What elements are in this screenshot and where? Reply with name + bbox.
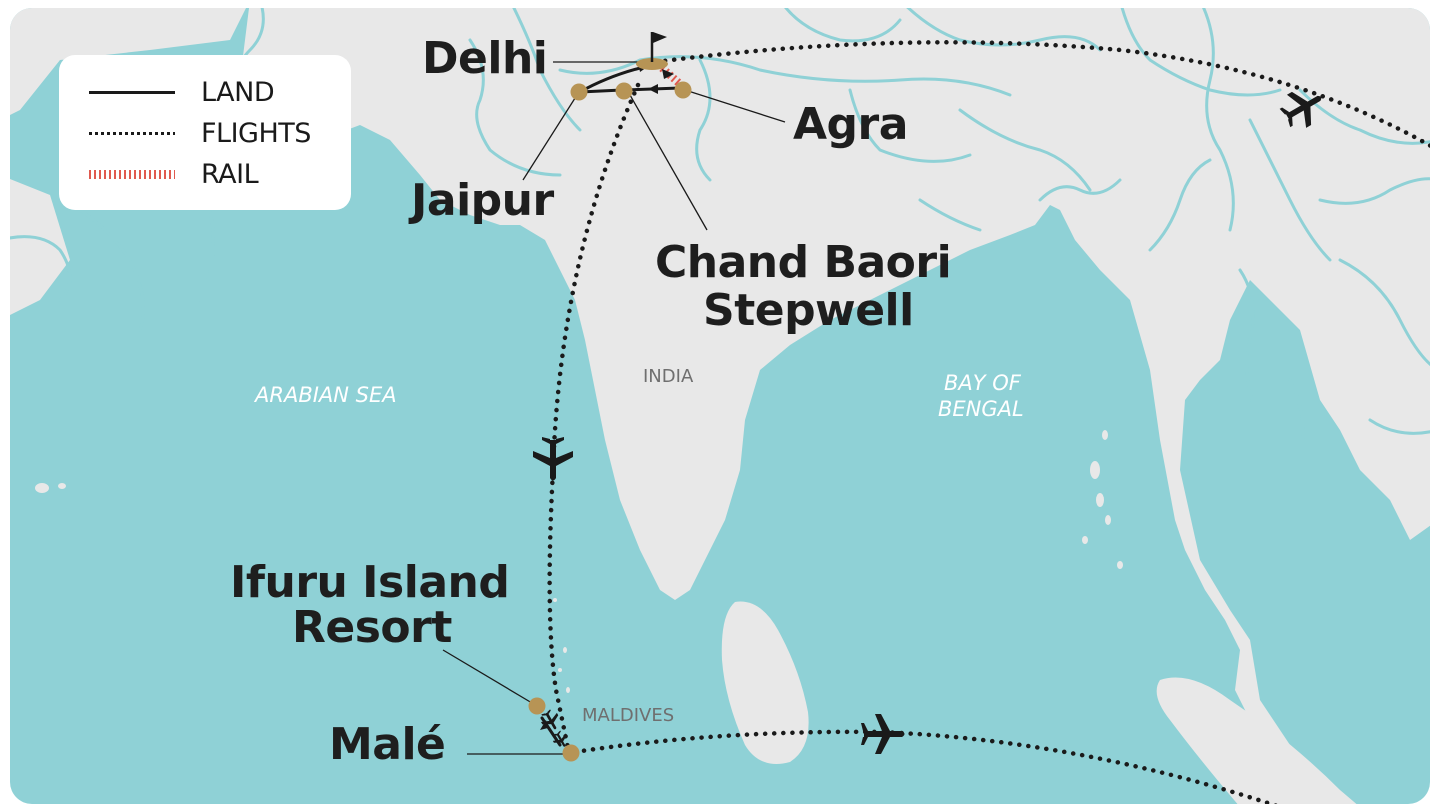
label-arabian-sea: ARABIAN SEA: [255, 383, 397, 407]
label-chand-baori-1: Chand Baori: [655, 237, 952, 288]
label-male: Malé: [329, 719, 446, 770]
label-india: INDIA: [643, 366, 694, 387]
label-chand-baori-2: Stepwell: [703, 285, 914, 336]
legend-label-rail: RAIL: [201, 158, 259, 190]
flight-routes: [547, 40, 1430, 804]
label-ifuru-1: Ifuru Island: [230, 557, 510, 608]
legend-row-land: LAND: [89, 75, 275, 109]
label-bay-of-bengal-1: BAY OF: [944, 371, 1021, 395]
flight-route-delhi-east: [653, 40, 1430, 153]
label-jaipur: Jaipur: [411, 175, 554, 226]
land-oman: [10, 175, 70, 320]
stops: [528, 58, 692, 762]
stop-ifuru: [528, 697, 546, 715]
stop-chand-baori: [615, 82, 633, 100]
stop-jaipur: [570, 83, 588, 101]
flag-icon: [650, 32, 667, 62]
land-sri-lanka: [721, 601, 809, 764]
rail-route: [659, 65, 683, 87]
land-sumatra: [1156, 677, 1360, 804]
label-delhi: Delhi: [422, 33, 548, 84]
legend-swatch-rail: [89, 169, 175, 179]
land-arabia: [10, 8, 250, 120]
legend-label-land: LAND: [201, 76, 275, 108]
stop-delhi: [636, 58, 668, 70]
legend-row-flights: FLIGHTS: [89, 116, 311, 150]
stop-agra: [674, 81, 692, 99]
stop-male: [562, 744, 580, 762]
leader-lines: [442, 61, 786, 755]
flight-route-delhi-male: [547, 82, 641, 751]
legend: LAND FLIGHTS RAIL: [59, 55, 351, 210]
flight-route-male-east: [572, 729, 1283, 804]
label-maldives: MALDIVES: [582, 705, 675, 726]
legend-label-flights: FLIGHTS: [201, 117, 311, 149]
legend-row-rail: RAIL: [89, 157, 259, 191]
label-bay-of-bengal-2: BENGAL: [938, 397, 1024, 421]
legend-swatch-flights: [89, 131, 175, 135]
land-asia: [230, 8, 1430, 804]
legend-swatch-land: [89, 90, 175, 94]
label-ifuru-2: Resort: [292, 602, 452, 653]
label-agra: Agra: [793, 99, 908, 150]
